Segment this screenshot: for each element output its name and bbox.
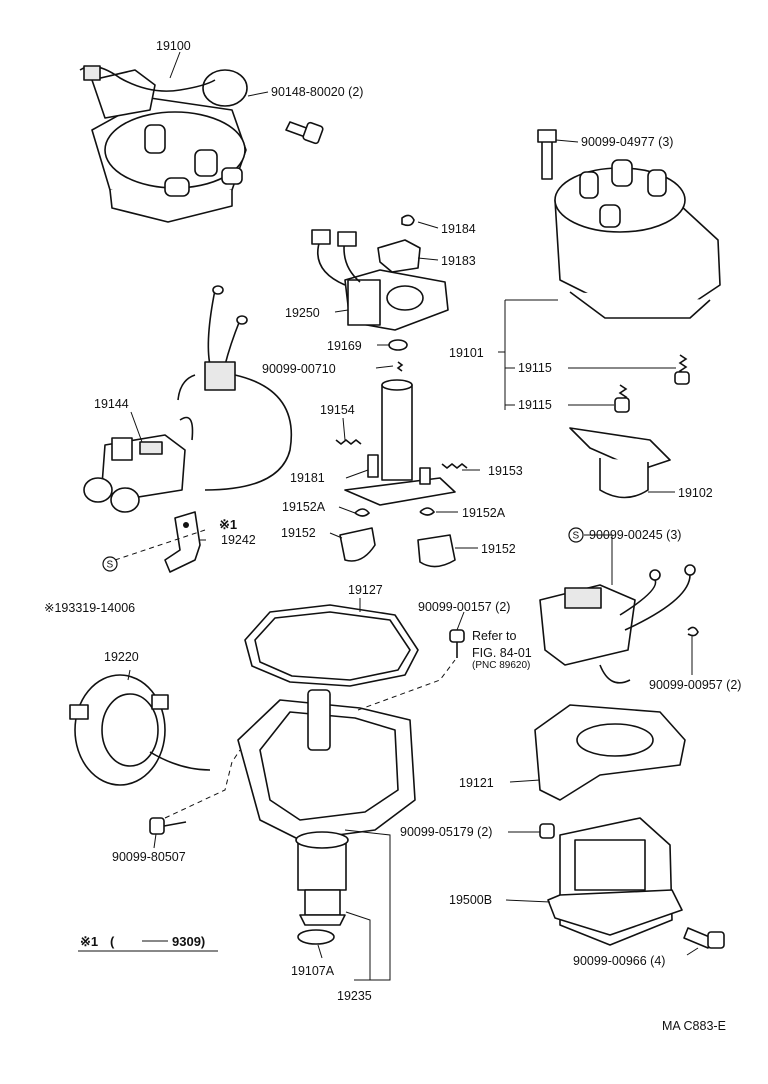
- clip-90099-00710-drawing: [396, 361, 404, 372]
- note-star: ※1: [80, 934, 98, 949]
- s-marker-left-text: S: [107, 560, 114, 571]
- s-marker-left: S: [102, 556, 118, 572]
- label-19152-right: 19152: [481, 542, 516, 556]
- label-19144: 19144: [94, 397, 129, 411]
- label-19184: 19184: [441, 222, 476, 236]
- label-90099-00966: 90099-00966 (4): [573, 954, 665, 968]
- label-19107A: 19107A: [291, 964, 335, 978]
- label-90099-80507: 90099-80507: [112, 850, 186, 864]
- label-19250: 19250: [285, 306, 320, 320]
- label-19169: 19169: [327, 339, 362, 353]
- label-19115-upper: 19115: [518, 361, 552, 375]
- washer-19169-drawing: [388, 339, 408, 351]
- label-90099-00957: 90099-00957 (2): [649, 678, 741, 692]
- label-19152-left: 19152: [281, 526, 316, 540]
- label-19154: 19154: [320, 403, 355, 417]
- clip-19152A-left-drawing: [354, 508, 371, 517]
- gasket-19127-drawing: [244, 604, 419, 687]
- label-19152A-right: 19152A: [462, 506, 506, 520]
- s-marker-right: S: [568, 527, 584, 543]
- screw-90099-05179-drawing: [539, 823, 555, 839]
- note-paren-open: (: [110, 934, 115, 949]
- housing-19500B-drawing: [547, 817, 683, 946]
- o-ring-19107A-drawing: [297, 929, 335, 945]
- label-19153: 19153: [488, 464, 523, 478]
- distributor-assembly-drawing: [79, 65, 248, 223]
- label-193319-14006: ※193319-14006: [44, 601, 135, 615]
- bolt-90099-00966-drawing: [683, 927, 725, 949]
- applicability-note: ※1 ( 9309): [78, 934, 218, 952]
- noise-filter-drawing: [539, 564, 696, 684]
- governor-shaft-drawing: [344, 379, 456, 506]
- part-labels: 19100 90148-80020 (2) 90099-04977 (3) 19…: [44, 39, 741, 1003]
- spring-19154-drawing: [335, 438, 362, 446]
- signal-generator-drawing: [311, 214, 449, 331]
- wiring-harness-drawing: [83, 285, 292, 513]
- label-19500B: 19500B: [449, 893, 492, 907]
- label-19127: 19127: [348, 583, 383, 597]
- screw-90099-00157-drawing: [449, 629, 465, 658]
- label-refer-pnc: (PNC 89620): [472, 660, 530, 671]
- note-range: 9309): [172, 934, 205, 949]
- clip-90099-00957-drawing: [687, 626, 699, 637]
- vacuum-advancer-drawing: [69, 674, 211, 786]
- label-90099-05179: 90099-05179 (2): [400, 825, 492, 839]
- label-90099-00245: 90099-00245 (3): [589, 528, 681, 542]
- clip-19152A-right-drawing: [419, 507, 436, 516]
- bracket-19242-drawing: [164, 511, 201, 573]
- spring-19153-drawing: [441, 462, 468, 470]
- label-19242: 19242: [221, 533, 256, 547]
- weight-19152-right-drawing: [417, 534, 456, 568]
- weight-19152-left-drawing: [339, 527, 376, 562]
- label-90099-04977: 90099-04977 (3): [581, 135, 673, 149]
- label-19220: 19220: [104, 650, 139, 664]
- label-refer-fig: FIG. 84-01: [472, 646, 532, 660]
- rotor-drawing: [569, 427, 671, 499]
- housing-19235-drawing: [237, 689, 416, 926]
- label-19181: 19181: [290, 471, 325, 485]
- s-marker-right-text: S: [573, 531, 580, 542]
- label-19235: 19235: [337, 989, 372, 1003]
- label-90148-80020: 90148-80020 (2): [271, 85, 363, 99]
- label-19183: 19183: [441, 254, 476, 268]
- leader-lines: [127, 51, 699, 981]
- label-19102: 19102: [678, 486, 713, 500]
- label-refer-to: Refer to: [472, 629, 517, 643]
- label-19101: 19101: [449, 346, 484, 360]
- label-star1-bracket: ※1: [219, 517, 237, 532]
- label-19100: 19100: [156, 39, 191, 53]
- spring-19115-drawing: [614, 354, 690, 413]
- figure-code: MA C883-E: [662, 1019, 726, 1033]
- dashed-guide-lines: [114, 529, 456, 819]
- label-19152A-left: 19152A: [282, 500, 326, 514]
- bolt-90099-80507-drawing: [149, 817, 187, 835]
- label-19115-lower: 19115: [518, 398, 552, 412]
- label-90099-00157: 90099-00157 (2): [418, 600, 510, 614]
- bolt-90148-drawing: [285, 121, 324, 145]
- label-19121: 19121: [459, 776, 494, 790]
- label-90099-00710: 90099-00710: [262, 362, 336, 376]
- distributor-cap-drawing: [537, 129, 721, 319]
- shield-19121-drawing: [534, 704, 686, 801]
